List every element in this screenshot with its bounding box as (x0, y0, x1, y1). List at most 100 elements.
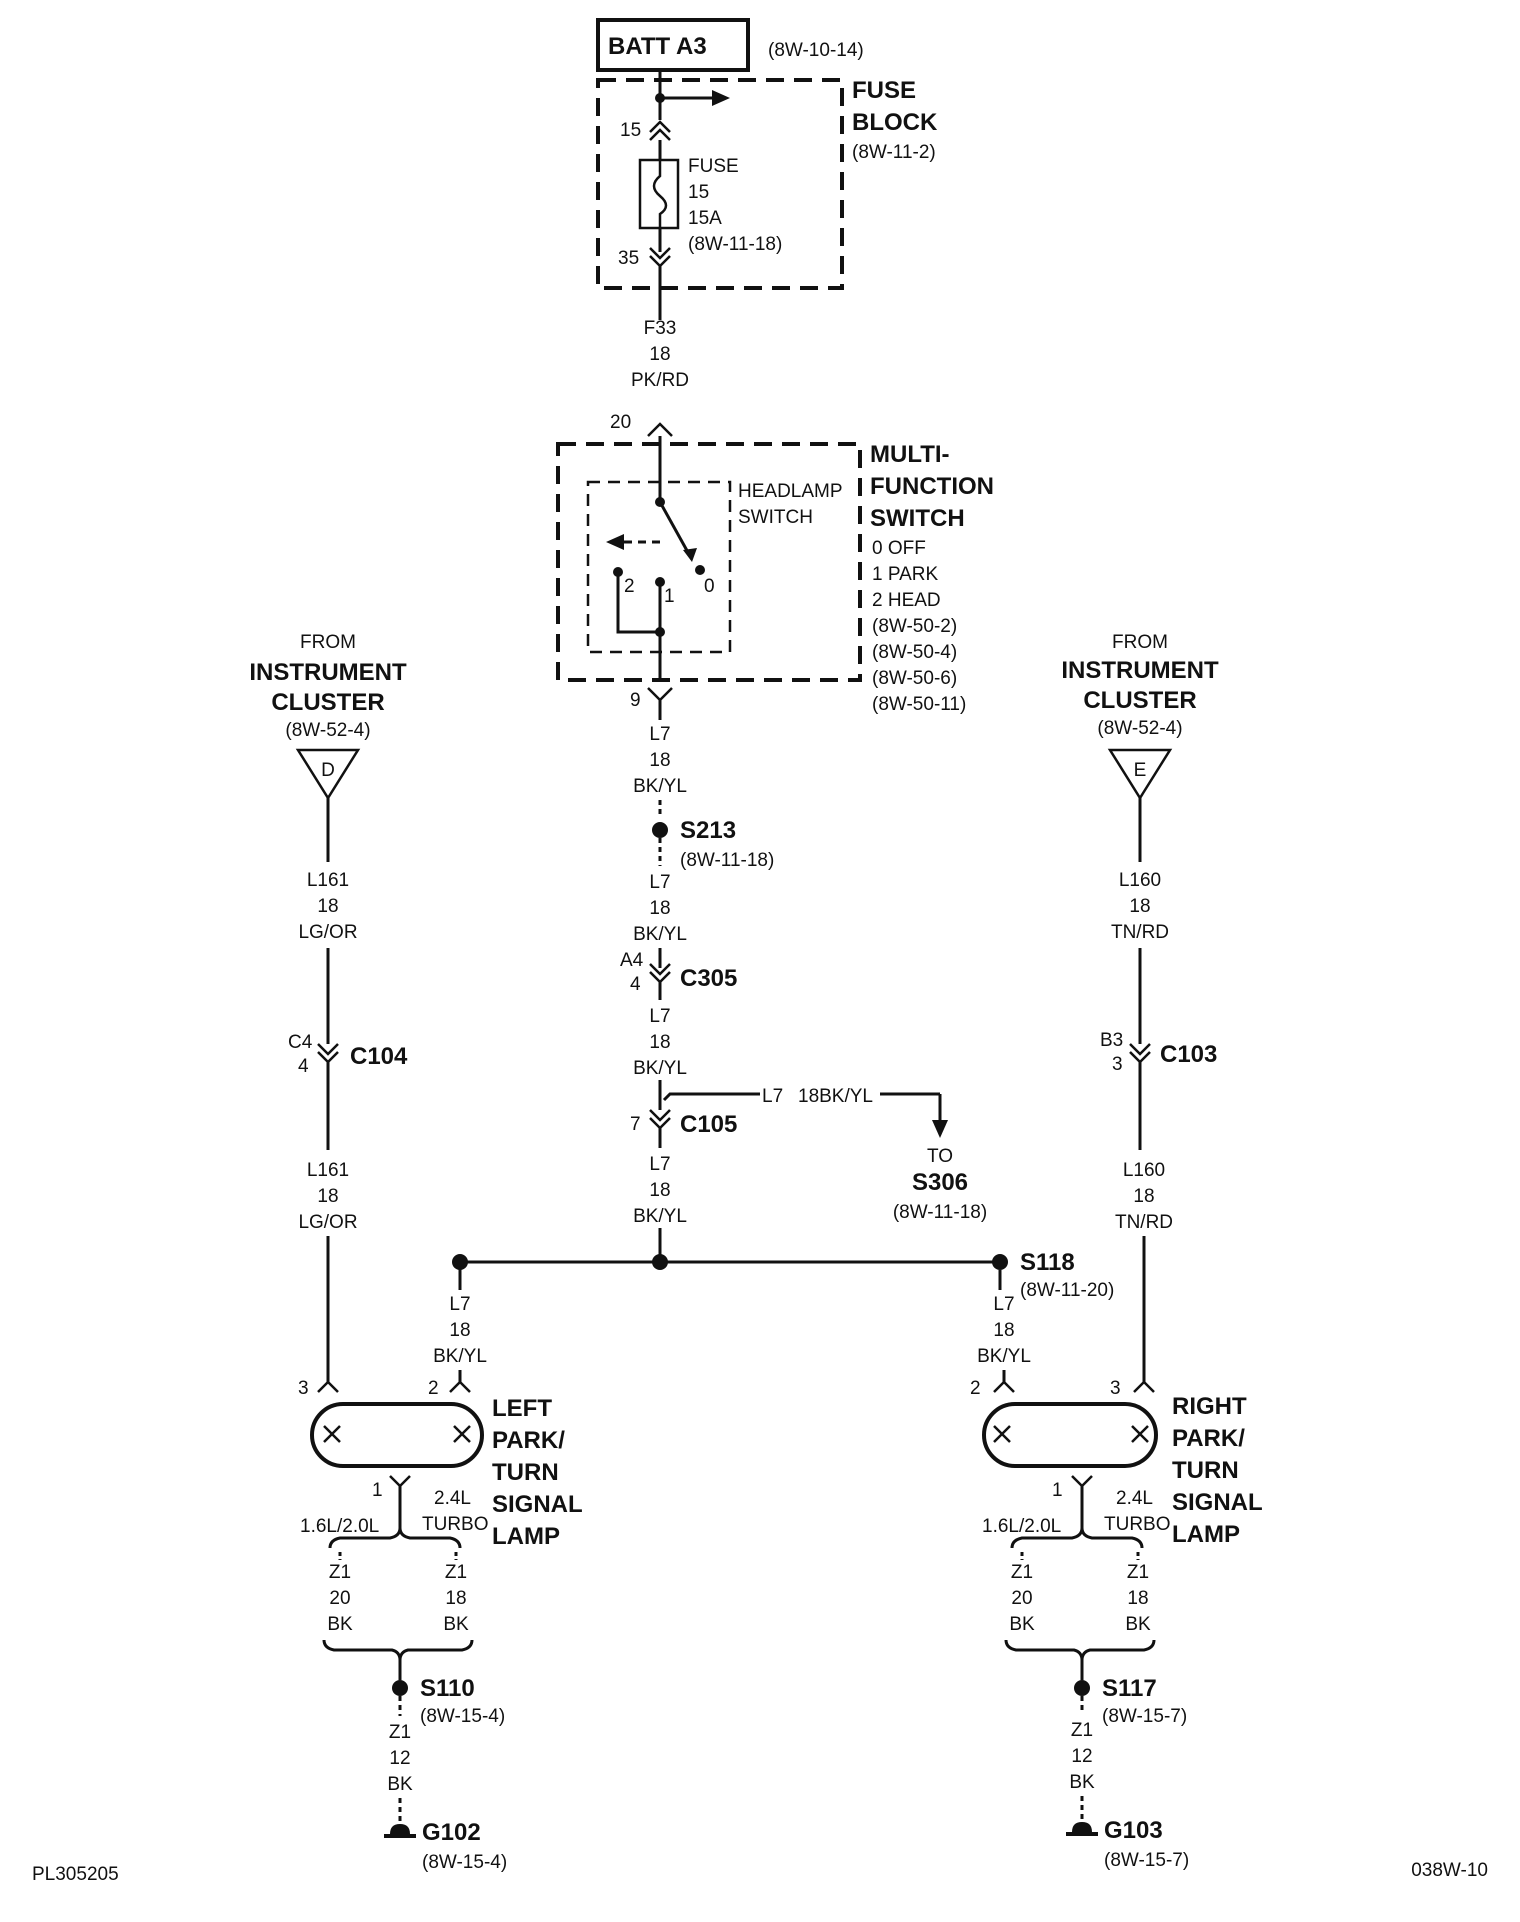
g103-label: G103 (1104, 1817, 1163, 1844)
lz1-a-color: BK (327, 1614, 353, 1635)
left-from-name-2: CLUSTER (271, 689, 384, 716)
l7-left-gauge: 18 (449, 1320, 470, 1341)
contact-0-label: 0 (704, 576, 715, 597)
l161-a-gauge: 18 (317, 896, 338, 917)
l160-a-circuit: L160 (1119, 870, 1161, 891)
l7-a-circuit: L7 (649, 724, 670, 745)
left-lamp-title-3: TURN (492, 1459, 559, 1486)
rz1-c-gauge: 12 (1071, 1746, 1092, 1767)
switch-junction-dot (655, 627, 665, 637)
l7-right-circuit: L7 (993, 1294, 1014, 1315)
l160-b-gauge: 18 (1133, 1186, 1154, 1207)
lz1-c-circuit: Z1 (389, 1722, 411, 1743)
l7-a-color: BK/YL (633, 776, 687, 797)
f33-circuit: F33 (644, 318, 677, 339)
rz1-b-circuit: Z1 (1127, 1562, 1149, 1583)
mfs-ref-4: (8W-50-11) (872, 694, 966, 715)
right-from-tag-icon (1107, 748, 1173, 801)
left-lamp-title-5: LAMP (492, 1523, 560, 1550)
s213-ref: (8W-11-18) (680, 850, 774, 871)
switch-blade (658, 501, 692, 557)
right-lamp-filament-1-icon (993, 1425, 1011, 1443)
l7-left-color: BK/YL (433, 1346, 487, 1367)
contact-2-label: 2 (624, 576, 635, 597)
l160-b-circuit: L160 (1123, 1160, 1165, 1181)
l7-c-gauge: 18 (649, 1032, 670, 1053)
fuse-label-3: 15A (688, 208, 722, 229)
s110-splice-dot (392, 1680, 408, 1696)
fuse-block-bus-arrow-icon (712, 90, 730, 106)
lz1-c-gauge: 12 (389, 1748, 410, 1769)
fuse-label-1: FUSE (688, 156, 739, 177)
lz1-a-gauge: 20 (329, 1588, 350, 1609)
g102-ref: (8W-15-4) (422, 1852, 507, 1873)
left-lamp-pin1-connector-icon (389, 1475, 411, 1488)
s118-ref: (8W-11-20) (1020, 1280, 1114, 1301)
fuse-in-connector-icon (649, 120, 671, 141)
fuse-block-outline (596, 78, 844, 290)
l160-b-color: TN/RD (1115, 1212, 1173, 1233)
s117-ref: (8W-15-7) (1102, 1706, 1187, 1727)
mfs-pos-1: 1 PARK (872, 564, 939, 585)
left-option-bracket (328, 1527, 462, 1549)
mfs-ref-1: (8W-50-2) (872, 616, 957, 637)
rz1-a-color: BK (1009, 1614, 1035, 1635)
right-lamp-pin2-connector-icon (993, 1380, 1015, 1393)
mfs-in-connector-icon (647, 422, 673, 437)
right-option-bracket (1010, 1527, 1144, 1549)
g102-label: G102 (422, 1819, 481, 1846)
lz1-b-gauge: 18 (445, 1588, 466, 1609)
right-from-tag: E (1134, 760, 1147, 781)
mfs-ref-3: (8W-50-6) (872, 668, 957, 689)
l7-d-circuit: L7 (649, 1154, 670, 1175)
rz1-b-gauge: 18 (1127, 1588, 1148, 1609)
right-lamp-title-2: PARK/ (1172, 1425, 1245, 1452)
c105-connector-icon (649, 1109, 671, 1130)
left-lamp-title-2: PARK/ (492, 1427, 565, 1454)
left-lamp-pin1: 1 (372, 1480, 383, 1501)
right-lamp-pin3: 3 (1110, 1378, 1121, 1399)
left-from-tag-icon (295, 748, 361, 801)
c104-connector-icon (317, 1043, 339, 1064)
l161-b-color: LG/OR (298, 1212, 357, 1233)
switch-direction-arrow-icon (606, 534, 624, 550)
mfs-out-connector-icon (647, 687, 673, 702)
right-option-a: 1.6L/2.0L (982, 1516, 1061, 1537)
left-option-a: 1.6L/2.0L (300, 1516, 379, 1537)
l161-b-gauge: 18 (317, 1186, 338, 1207)
left-from-tag: D (321, 760, 335, 781)
l161-a-color: LG/OR (298, 922, 357, 943)
batt-box (596, 18, 750, 72)
mfs-title-2: FUNCTION (870, 473, 994, 500)
s117-splice-dot (1074, 1680, 1090, 1696)
lz1-a-circuit: Z1 (329, 1562, 351, 1583)
right-lamp-body (982, 1402, 1158, 1468)
c305-pin-b: 4 (630, 974, 641, 995)
left-option-b2: TURBO (422, 1514, 489, 1535)
l7-d-gauge: 18 (649, 1180, 670, 1201)
c103-label: C103 (1160, 1041, 1217, 1068)
s306-arrow-icon (932, 1120, 948, 1138)
l160-a-gauge: 18 (1129, 896, 1150, 917)
l7-right-gauge: 18 (993, 1320, 1014, 1341)
rz1-c-color: BK (1069, 1772, 1095, 1793)
contact-0-dot (695, 565, 705, 575)
s213-label: S213 (680, 817, 736, 844)
right-from: FROM (1112, 632, 1168, 653)
branch-wire-label-2: 18BK/YL (798, 1086, 873, 1107)
right-lamp-title-3: TURN (1172, 1457, 1239, 1484)
c104-label: C104 (350, 1043, 408, 1070)
left-lamp-pin2-connector-icon (449, 1380, 471, 1393)
mfs-title-1: MULTI- (870, 441, 950, 468)
switch-contact-bus (616, 572, 660, 634)
right-lamp-filament-2-icon (1131, 1425, 1149, 1443)
mfs-title-3: SWITCH (870, 505, 965, 532)
branch-wire-label: L7 (762, 1086, 783, 1107)
l7-c-color: BK/YL (633, 1058, 687, 1079)
fuse-ref: (8W-11-18) (688, 234, 782, 255)
l160-a-color: TN/RD (1111, 922, 1169, 943)
headlamp-switch-label-2: SWITCH (738, 507, 813, 528)
rz1-a-circuit: Z1 (1011, 1562, 1033, 1583)
l7-a-gauge: 18 (649, 750, 670, 771)
lz1-c-color: BK (387, 1774, 413, 1795)
